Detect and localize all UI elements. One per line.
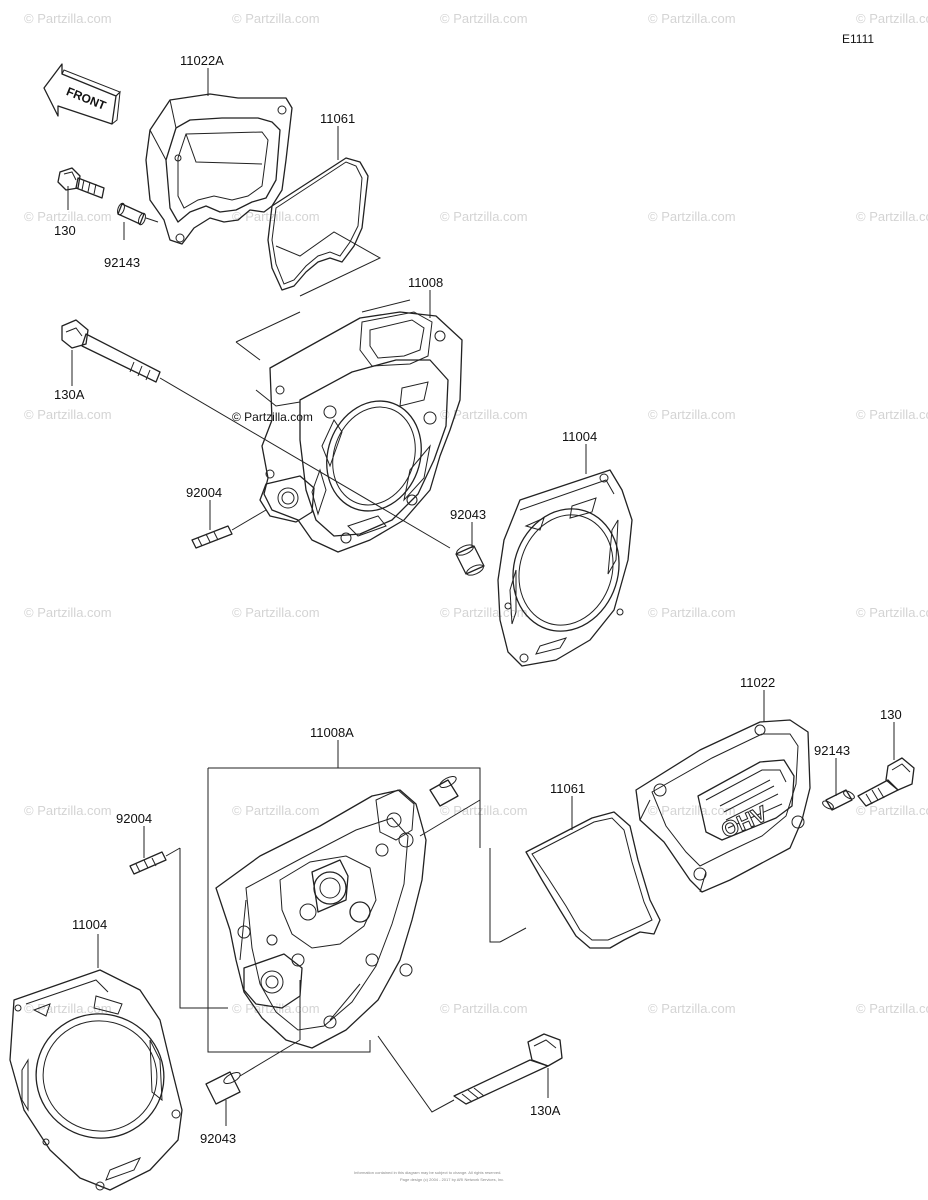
watermark-text: © Partzilla.com	[24, 11, 112, 26]
part-cylinder-head-top[interactable]	[235, 299, 463, 553]
label-11022A[interactable]: 11022A	[180, 53, 224, 68]
watermark-text: © Partzilla.com	[648, 605, 736, 620]
label-92043-top[interactable]: 92043	[450, 507, 487, 522]
watermark-text: © Partzilla.com	[440, 209, 528, 224]
watermark-text: © Partzilla.com	[24, 803, 112, 818]
front-arrow-icon: FRONT	[43, 63, 121, 125]
watermark-text: © Partzilla.com	[648, 11, 736, 26]
label-130-top[interactable]: 130	[54, 223, 76, 238]
part-head-gasket-top[interactable]	[497, 469, 634, 667]
part-dowel-92043-bottom[interactable]	[205, 1039, 301, 1105]
watermark-text: © Partzilla.com	[856, 209, 928, 224]
diagram-code: E1111	[842, 32, 875, 46]
watermark-text: © Partzilla.com	[24, 605, 112, 620]
label-92043-bottom[interactable]: 92043	[200, 1131, 237, 1146]
watermark-text: © Partzilla.com	[24, 209, 112, 224]
label-130A-bottom[interactable]: 130A	[530, 1103, 561, 1118]
label-130A-top[interactable]: 130A	[54, 387, 85, 402]
part-dowel-92043-top[interactable]	[455, 543, 485, 578]
bracket-line-side	[179, 848, 500, 1009]
watermark-text: © Partzilla.com	[232, 803, 320, 818]
label-130-bottom[interactable]: 130	[880, 707, 902, 722]
part-bolt-130A-bottom[interactable]	[377, 1033, 563, 1113]
part-dowel-92143-top[interactable]	[116, 202, 159, 226]
watermark-text: © Partzilla.com	[856, 407, 928, 422]
watermark-text: © Partzilla.com	[232, 1001, 320, 1016]
watermark-text: © Partzilla.com	[232, 605, 320, 620]
part-dowel-top-bottomhead[interactable]	[429, 774, 459, 807]
watermark-text: © Partzilla.com	[648, 1001, 736, 1016]
watermark-text: © Partzilla.com	[440, 407, 528, 422]
watermark-text: © Partzilla.com	[440, 1001, 528, 1016]
watermark-text: © Partzilla.com	[648, 209, 736, 224]
leader-guides	[419, 799, 527, 943]
part-bolt-130-top[interactable]	[57, 167, 105, 199]
watermark-text: © Partzilla.com	[856, 1001, 928, 1016]
label-92004-bottom[interactable]: 92004	[116, 811, 153, 826]
center-watermark: © Partzilla.com	[232, 410, 313, 424]
part-stud-92004-bottom[interactable]	[129, 847, 181, 875]
watermark-text: © Partzilla.com	[648, 803, 736, 818]
watermark-text: © Partzilla.com	[232, 11, 320, 26]
label-11004-top[interactable]: 11004	[562, 429, 598, 444]
watermark-text: © Partzilla.com	[440, 605, 528, 620]
front-arrow-text: FRONT	[64, 84, 108, 113]
part-cover-gasket-top[interactable]	[267, 157, 382, 297]
watermark-text: © Partzilla.com	[440, 11, 528, 26]
footer-line-1: Information contained in this diagram ma…	[354, 1170, 502, 1175]
part-dowel-92143-bottom[interactable]	[821, 789, 855, 811]
bracket-line-11008A	[207, 767, 481, 1053]
label-92004-top[interactable]: 92004	[186, 485, 223, 500]
label-11008[interactable]: 11008	[408, 275, 444, 290]
watermark-text: © Partzilla.com	[648, 407, 736, 422]
watermark-text: © Partzilla.com	[856, 11, 928, 26]
part-cylinder-head-bottom[interactable]	[215, 789, 427, 1049]
label-92143-bottom[interactable]: 92143	[814, 743, 851, 758]
watermark-text: © Partzilla.com	[24, 1001, 112, 1016]
watermark-text: © Partzilla.com	[856, 803, 928, 818]
leader-lines	[67, 68, 895, 1126]
part-valve-cover-bottom[interactable]: OHV	[635, 719, 811, 893]
part-bolt-130A-top[interactable]	[61, 319, 451, 549]
label-11022[interactable]: 11022	[740, 675, 776, 690]
watermark-text: © Partzilla.com	[232, 209, 320, 224]
ohv-emboss-text: OHV	[717, 801, 771, 843]
label-92143-top[interactable]: 92143	[104, 255, 141, 270]
watermark-text: © Partzilla.com	[24, 407, 112, 422]
watermark-text: © Partzilla.com	[440, 803, 528, 818]
label-11004-bottom[interactable]: 11004	[72, 917, 108, 932]
part-valve-cover-top[interactable]	[145, 93, 293, 245]
part-stud-92004-top[interactable]	[191, 509, 267, 549]
footer-line-2: Page design (c) 2004 - 2017 by ARI Netwo…	[400, 1177, 505, 1182]
label-11061-bottom[interactable]: 11061	[550, 781, 586, 796]
part-head-gasket-bottom[interactable]	[9, 969, 183, 1191]
label-11061-top[interactable]: 11061	[320, 111, 356, 126]
watermark-text: © Partzilla.com	[856, 605, 928, 620]
label-11008A[interactable]: 11008A	[310, 725, 354, 740]
part-bolt-130-bottom[interactable]	[857, 757, 915, 807]
part-cover-gasket-bottom[interactable]	[525, 811, 661, 949]
